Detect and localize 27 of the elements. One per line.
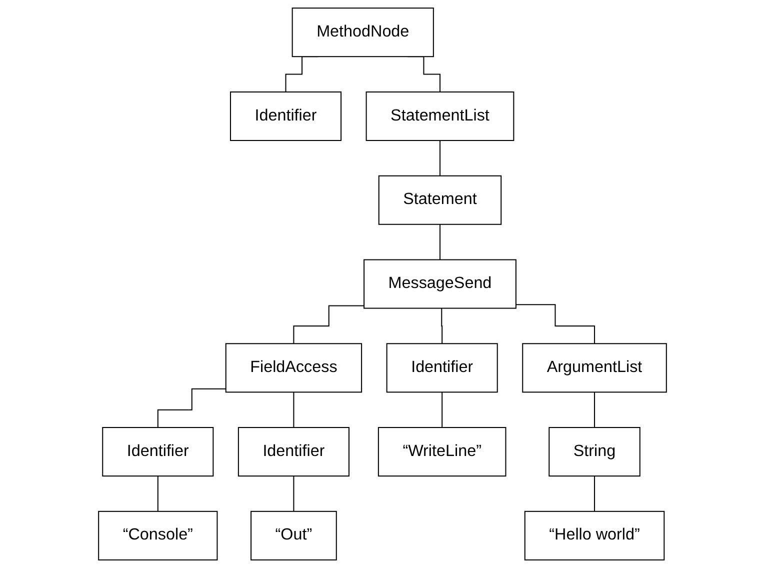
node-box: “Hello world” [524, 510, 665, 560]
node-box: Statement [378, 175, 502, 225]
connector [439, 140, 440, 176]
connector [442, 392, 443, 428]
node-box: ArgumentList [522, 343, 667, 393]
node-box: Identifier [102, 427, 214, 477]
node-box: Identifier [386, 343, 498, 393]
node-box: “WriteLine” [378, 427, 506, 477]
connector [594, 392, 596, 428]
node-box: FieldAccess [225, 343, 362, 393]
node-box: “Out” [250, 510, 337, 560]
node-box: “Console” [98, 510, 218, 560]
node-box: MessageSend [364, 259, 516, 309]
node-box: MethodNode [292, 8, 434, 58]
connector [439, 224, 440, 260]
connector [293, 305, 364, 344]
connector [157, 388, 226, 428]
connector [594, 476, 596, 512]
node-box: Identifier [238, 427, 350, 477]
connector [293, 476, 294, 512]
connector [157, 476, 158, 512]
node-box: Identifier [230, 91, 342, 141]
connector [440, 308, 443, 344]
node-box: StatementList [366, 91, 514, 141]
node-box: String [548, 427, 640, 477]
connector [293, 392, 294, 428]
connector [516, 304, 596, 344]
